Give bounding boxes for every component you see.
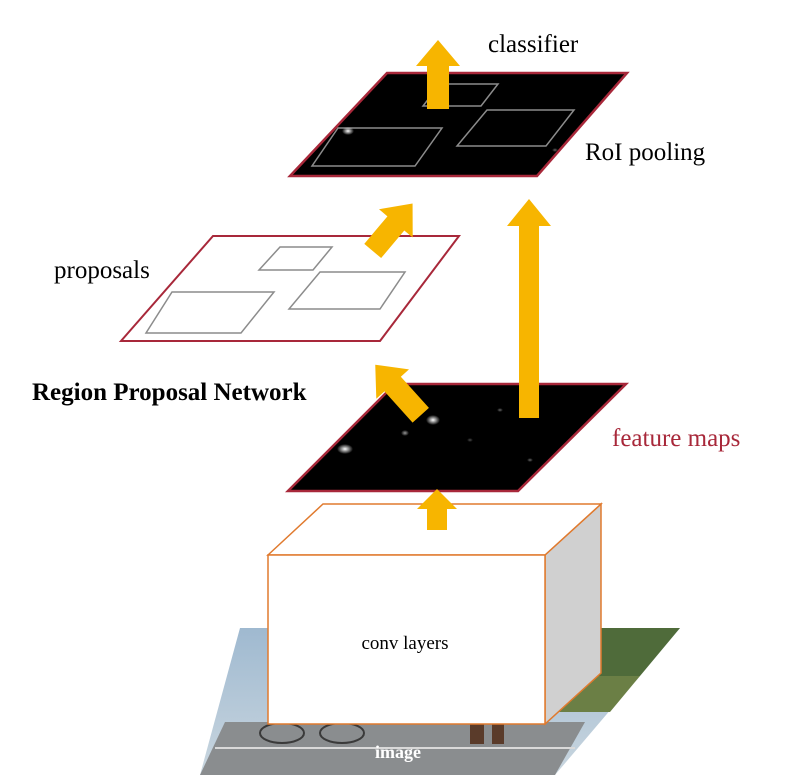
arrow-feature-to-proposals — [375, 364, 429, 423]
roi-box-right — [455, 109, 576, 147]
proposals-label: proposals — [54, 257, 150, 284]
arrow-feature-to-roi — [507, 199, 551, 418]
rpn-label: Region Proposal Network — [32, 379, 307, 406]
feature-maps-label: feature maps — [612, 425, 740, 452]
image-label: image — [375, 742, 421, 762]
proposals-plane — [118, 235, 462, 342]
roi-box-left — [310, 127, 444, 167]
roi-pooling-plane — [287, 71, 630, 178]
arrow-proposals-to-roi — [364, 203, 413, 259]
arrow-roi-to-classifier — [416, 40, 460, 109]
arrow-image-to-conv — [417, 489, 457, 530]
proposal-box-small — [257, 246, 334, 271]
feature-maps-plane — [284, 382, 630, 493]
proposal-box-right — [287, 271, 407, 310]
classifier-label: classifier — [488, 31, 579, 58]
conv-layers-label: conv layers — [361, 633, 448, 654]
proposal-box-left — [144, 291, 276, 334]
roi-pooling-label: RoI pooling — [585, 139, 706, 166]
conv-layers-box — [266, 502, 603, 726]
